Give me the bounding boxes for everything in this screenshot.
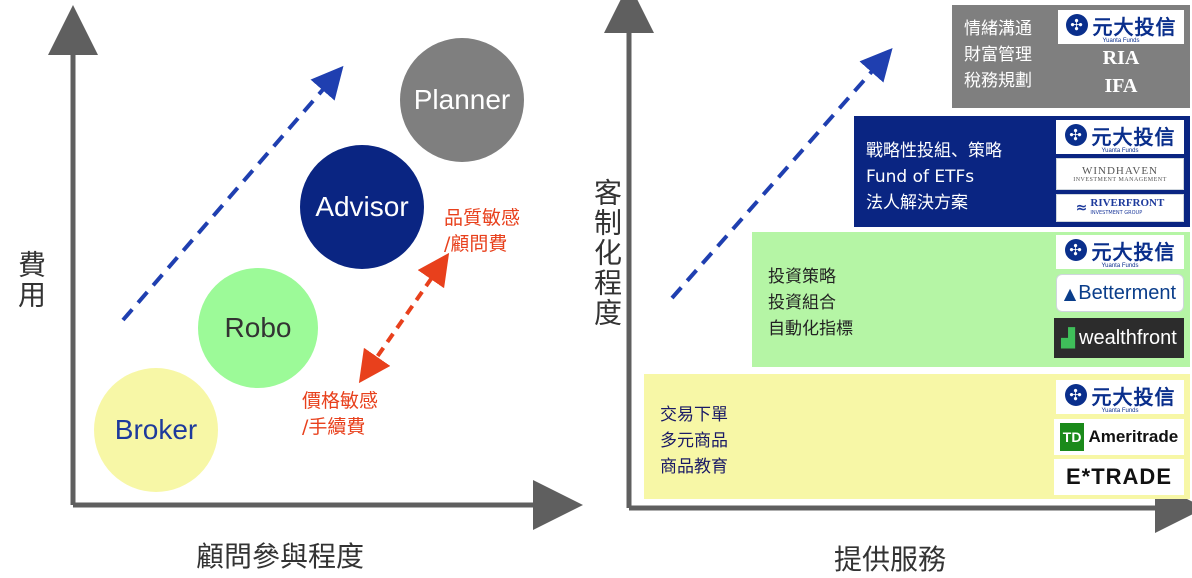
yuanta-logo-robo: ✣元大投信 Yuanta Funds xyxy=(1056,235,1184,269)
quality-line-1: 品質敏感 xyxy=(444,207,521,229)
ameritrade-logo: TD Ameritrade xyxy=(1054,419,1184,455)
td-mark-icon: TD xyxy=(1059,423,1085,451)
wealthfront-mark-icon: ▟ xyxy=(1061,327,1075,349)
tier-planner-line-1: 情緒溝通 xyxy=(964,19,1032,39)
riverfront-logo: ≈ RIVERFRONT INVESTMENT GROUP xyxy=(1056,194,1184,222)
price-line-1: 價格敏感 xyxy=(302,390,379,412)
right-axes xyxy=(604,0,1192,533)
price-annotation: 價格敏感 /手續費 xyxy=(302,388,378,440)
right-x-label: 提供服務 xyxy=(834,543,947,576)
yuanta-mark-icon: ✣ xyxy=(1065,14,1088,36)
robo-label: Robo xyxy=(224,312,292,343)
tier-robo-line-1: 投資策略 xyxy=(768,267,836,287)
windhaven-logo: WINDHAVEN INVESTMENT MANAGEMENT xyxy=(1056,158,1184,190)
riverfront-wave-icon: ≈ xyxy=(1075,200,1088,216)
planner-extra-labels: RIA IFA xyxy=(1058,44,1184,100)
advisor-circle: Advisor xyxy=(300,145,424,269)
tier-basic-line-1: 交易下單 xyxy=(660,405,728,425)
broker-circle: Broker xyxy=(94,368,218,492)
yuanta-logo-advisor: ✣元大投信 Yuanta Funds xyxy=(1056,120,1184,154)
ifa-label: IFA xyxy=(1104,75,1138,97)
robo-circle: Robo xyxy=(198,268,318,388)
tier-basic-line-3: 商品教育 xyxy=(660,457,728,477)
tier-robo-line-2: 投資組合 xyxy=(768,293,836,313)
left-y-label: 費用 xyxy=(14,250,47,310)
tier-advisor-line-3: 法人解決方案 xyxy=(866,193,968,213)
ria-label: RIA xyxy=(1102,47,1140,69)
tier-robo-line-3: 自動化指標 xyxy=(768,319,853,339)
planner-circle: Planner xyxy=(400,38,524,162)
tier-planner-text: 情緒溝通 財富管理 稅務規劃 xyxy=(964,16,1032,94)
tier-basic-text: 交易下單 多元商品 商品教育 xyxy=(660,402,728,480)
betterment-logo: ▲ Betterment xyxy=(1056,274,1184,312)
advisor-label: Advisor xyxy=(315,191,409,222)
left-x-label: 顧問參與程度 xyxy=(196,540,365,573)
betterment-mark-icon: ▲ xyxy=(1063,283,1077,303)
yuanta-logo-basic: ✣元大投信 Yuanta Funds xyxy=(1056,380,1184,414)
yuanta-mark-icon: ✣ xyxy=(1064,239,1087,261)
tier-robo-text: 投資策略 投資組合 自動化指標 xyxy=(768,264,853,342)
right-blue-dashed-arrow xyxy=(670,48,893,300)
etrade-logo: E*TRADE xyxy=(1054,459,1184,495)
tier-planner-line-3: 稅務規劃 xyxy=(964,71,1032,91)
tier-advisor-text: 戰略性投組、策略 Fund of ETFs 法人解決方案 xyxy=(866,138,1002,216)
left-blue-dashed-arrow xyxy=(121,65,344,322)
tier-basic-line-2: 多元商品 xyxy=(660,431,728,451)
tier-advisor-line-1: 戰略性投組、策略 xyxy=(866,141,1002,161)
price-line-2: /手續費 xyxy=(302,416,366,438)
wealthfront-logo: ▟ wealthfront xyxy=(1054,318,1184,358)
tier-planner-line-2: 財富管理 xyxy=(964,45,1032,65)
broker-label: Broker xyxy=(114,414,198,445)
yuanta-mark-icon: ✣ xyxy=(1064,124,1087,146)
tier-advisor-line-2: Fund of ETFs xyxy=(866,167,975,187)
right-y-label: 客制化程度 xyxy=(590,178,623,328)
yuanta-logo-planner: ✣元大投信 Yuanta Funds xyxy=(1058,10,1184,44)
planner-label: Planner xyxy=(413,84,511,115)
yuanta-mark-icon: ✣ xyxy=(1064,384,1087,406)
left-red-dashed-arrow xyxy=(358,252,450,384)
quality-annotation: 品質敏感 /顧問費 xyxy=(444,205,520,257)
quality-line-2: /顧問費 xyxy=(444,233,508,255)
left-axes xyxy=(48,5,583,530)
